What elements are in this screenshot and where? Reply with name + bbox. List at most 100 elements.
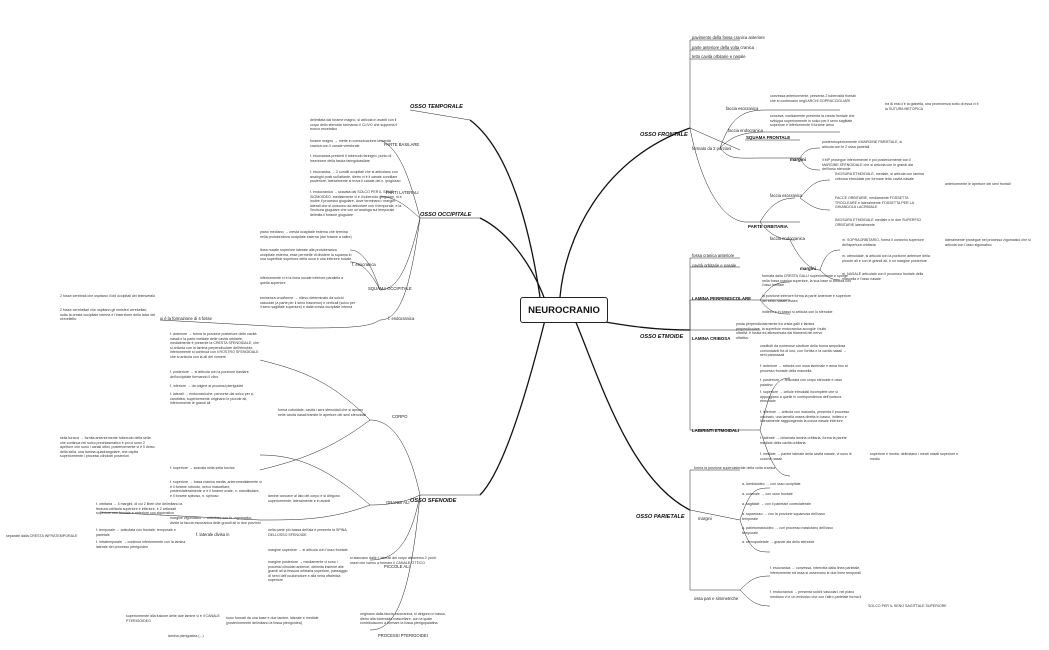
frontale-node-2[interactable]: parte anteriore della volta cranica	[692, 45, 754, 50]
corpo-c2: f. posteriore → si articola con la porzi…	[170, 370, 249, 379]
fosse-text-1: 2 fosse cerebrali che ospitano i lobi oc…	[60, 294, 156, 298]
parietale-f1: f. esocranica → convessa, interrotta dal…	[770, 566, 861, 575]
orb-esoc-text-1: INCISURA ETMOIDALE, mediale, si articola…	[835, 172, 924, 181]
lab-text-6: f. mediale → parete laterale della cavit…	[760, 452, 852, 461]
parietale-f2b: SOLCO PER IL SENO SAGITTALE SUPERIORE	[868, 604, 947, 608]
ga-3: f. orbitaria → 4 margini, di cui 2 liber…	[96, 502, 183, 516]
lab-text-5: f. laterale → chiamata lamina orbitaria,…	[760, 436, 847, 445]
corpo[interactable]: CORPO	[392, 414, 408, 419]
occ-endocranica[interactable]: f. endocranica	[388, 316, 415, 321]
parietale-node-1[interactable]: forma la porzione superolaterale della v…	[694, 466, 776, 470]
quattro-fosse[interactable]: vi è la formazione di 4 fosse	[160, 316, 212, 321]
parietale-m3: a. sagittale → con il parietale controla…	[742, 502, 811, 506]
ga-7: nella parte più bassa dell'ala è present…	[268, 528, 347, 537]
orb-margini[interactable]: margini	[800, 266, 816, 271]
etmoide-node-2[interactable]: cavità orbitarie e nasale	[692, 263, 737, 268]
processi-pterigoidei[interactable]: PROCESSI PTERIGOIDEI	[378, 633, 428, 638]
pp-text-2: superiormente alla fusione delle due lam…	[126, 614, 220, 623]
faccia-endocranica[interactable]: faccia endocranica	[728, 128, 763, 133]
orb-endo-text: INCISURA ETMOIDALE mediale e le due SUPE…	[835, 218, 922, 227]
basilare-text-3: f. esocranica presenti il tubercolo fari…	[310, 154, 392, 163]
fesoc-text: convessa anteriormente, presenta 2 tuber…	[770, 94, 856, 103]
osso-etmoide-header[interactable]: OSSO ETMOIDE	[640, 334, 684, 340]
parietale-m6: a. sfenoparietale → grande ala dello sfe…	[742, 540, 815, 544]
frontale-formato[interactable]: formato da 2 porzioni	[692, 146, 732, 151]
pa-2: margine posteriore → mediamente vi sono …	[268, 560, 348, 583]
esoc-text-1: piano mediano → cresta occipitale estern…	[260, 230, 352, 239]
parte-basilare[interactable]: PARTE BASILARE	[384, 142, 420, 147]
lamina-perpendicolare[interactable]: LAMINA PERPENDICOLARE	[692, 296, 752, 301]
lab-text-0: costituiti da numerose strutture della f…	[760, 344, 847, 358]
orb-marg-text-1: m. SOPRAORBITARIO, forma il contorno sup…	[842, 238, 924, 247]
crib-text: posta perpendicolarmente tra crista gall…	[736, 322, 827, 340]
basilare-text-2: forame magno → mette in comunicazione la…	[310, 139, 391, 148]
pp-text-3: lamina pterigoidea (...)	[168, 634, 204, 638]
frontale-node-3[interactable]: tetto cavità orbitarie e nasale	[692, 54, 746, 59]
perp-text-1: formata dalla CRESTA GALLI superiormente…	[762, 274, 852, 288]
parietale-m2: a. coronale → con osso frontale	[742, 492, 793, 496]
pp-text: sono formati da una base e due lamine, l…	[226, 616, 319, 625]
parti-laterali[interactable]: PARTI LATERALI	[386, 190, 419, 195]
parietale-m1: a. lambdoideo → con osso occipitale	[742, 482, 801, 486]
lab-text-6b: superiore e media, delimitano i meati na…	[870, 452, 959, 461]
parietale-m5: a. parietomastoideo → con processo masto…	[742, 526, 833, 535]
basilare-text-1: delimitata dal forame magno, si articola…	[310, 118, 398, 132]
margini[interactable]: margini	[790, 157, 806, 162]
frontale-node-1[interactable]: pavimento della fossa cranica anteriore	[692, 35, 765, 40]
corpo-c3: f. inferiore → da origine ai processi pt…	[170, 384, 244, 388]
osso-sfenoide-header[interactable]: OSSO SFENOIDE	[410, 498, 457, 504]
fosse-text-2: 2 fosse cerebellari che ospitano gli emi…	[60, 308, 156, 322]
perp-text-2: la porzione inferiore forma la parte ant…	[762, 294, 851, 303]
labirinti-etmoidali[interactable]: LABIRINTI ETMOIDALI	[692, 428, 740, 433]
orb-esoc-text-2: FACCE ORBITARIE, mediamente FOSSETTA TRO…	[835, 196, 914, 210]
squama-occipitale[interactable]: SQUAMA OCCIPITALE	[368, 286, 412, 291]
parietale-f2: f. endocranica → presenta solchi vascola…	[770, 590, 862, 599]
lamina-cribosa[interactable]: LAMINA CRIBOSA	[692, 336, 731, 341]
corpo-desc: forma cuboidale, cavità i seni sfenoidal…	[278, 408, 367, 417]
ga-desc: lamine concave al lato del corpo e si di…	[268, 494, 340, 503]
osso-occipitale-header[interactable]: OSSO OCCIPITALE	[420, 212, 472, 218]
esoc-text-2: linea nucale superiore laterale alla pro…	[260, 248, 352, 262]
parietale-m4: a. squamoso → con la porzione squamosa d…	[742, 512, 825, 521]
parietale-margini[interactable]: margini	[698, 516, 712, 521]
lab-text-1: f. anteriore → articola con ossa lacrima…	[760, 364, 848, 373]
sella-text: sella turcica → fornita anteriormente tu…	[60, 436, 155, 459]
orb-faccia-esocranica[interactable]: faccia esocranica	[770, 193, 803, 198]
pa-desc: si staccano dalle f. laterali del corpo …	[350, 556, 436, 565]
ga-6b: separate dalla CRESTA INFRATEMPORALE	[6, 534, 78, 538]
parte-orbitaria[interactable]: PARTE ORBITARIA	[748, 224, 788, 229]
orb-marg-text-3: m. NASALE articolato con il processo fro…	[842, 272, 924, 281]
osso-temporale-header[interactable]: OSSO TEMPORALE	[410, 104, 463, 110]
piccole-ali[interactable]: PICCOLE ALI	[384, 564, 410, 569]
orb-esoc-text-1b: anteriormente le aperture dei seni front…	[945, 182, 1011, 186]
faccia-esocranica[interactable]: faccia esocranica	[726, 106, 759, 111]
grandi-ali[interactable]: GRANDI ALI	[386, 500, 410, 505]
lab-text-4: f. inferiore → articola con mascella, pr…	[760, 410, 850, 424]
ga-5[interactable]: f. laterale divisa in	[196, 532, 230, 537]
perp-text-3: indietro e in basso si articola con lo s…	[762, 310, 833, 314]
fendo-text: concava, mediamente presenta la cresta f…	[770, 114, 855, 128]
squama-frontale[interactable]: SQUAMA FRONTALE	[746, 135, 791, 140]
ga-6: f. infratemporale → continua inferiormen…	[96, 540, 186, 549]
corpo-c4: f. laterali → endocranicche, percorse da…	[170, 392, 254, 406]
orb-marg-text-2: m. ottmoidale, si articola con la porzio…	[842, 254, 930, 263]
parietale-ossa[interactable]: ossa pari e simmetriche	[694, 596, 739, 601]
laterali-text-1: f. esocranica → 2 condili occipitali che…	[310, 170, 401, 184]
ga-4: f. temporale → articolata con frontale, …	[96, 528, 176, 537]
laterali-text-2: f. endocranica → scavata dal SOLCO PER I…	[310, 190, 402, 217]
orb-faccia-endocranica[interactable]: faccia endocranica	[770, 236, 805, 241]
esoc-text-3: inferiormente vi è la linea nucale infer…	[260, 276, 344, 285]
etmoide-node-1[interactable]: fossa cranica anteriore	[692, 253, 735, 258]
margini-text-1: posterosuperiormente il MARGINE PARIETAL…	[822, 140, 903, 149]
endoc-text: eminenza cruciforme → rilievo determinat…	[260, 296, 356, 310]
pp-desc: originano dalla faccia esocranica, si di…	[360, 612, 446, 626]
osso-frontale-header[interactable]: OSSO FRONTALE	[640, 132, 688, 138]
osso-parietale-header[interactable]: OSSO PARIETALE	[636, 514, 685, 520]
orb-marg-text-1b: lateralmente prosegue nel processo zigom…	[945, 238, 1031, 247]
central-topic[interactable]: NEUROCRANIO	[520, 297, 608, 323]
corpo-c5: f. superiore → scavata nella sella turci…	[170, 466, 235, 470]
occ-esocranica[interactable]: f. esocranica	[352, 262, 376, 267]
corpo-c1: f. anteriore → forma la porzione posteri…	[170, 332, 260, 359]
